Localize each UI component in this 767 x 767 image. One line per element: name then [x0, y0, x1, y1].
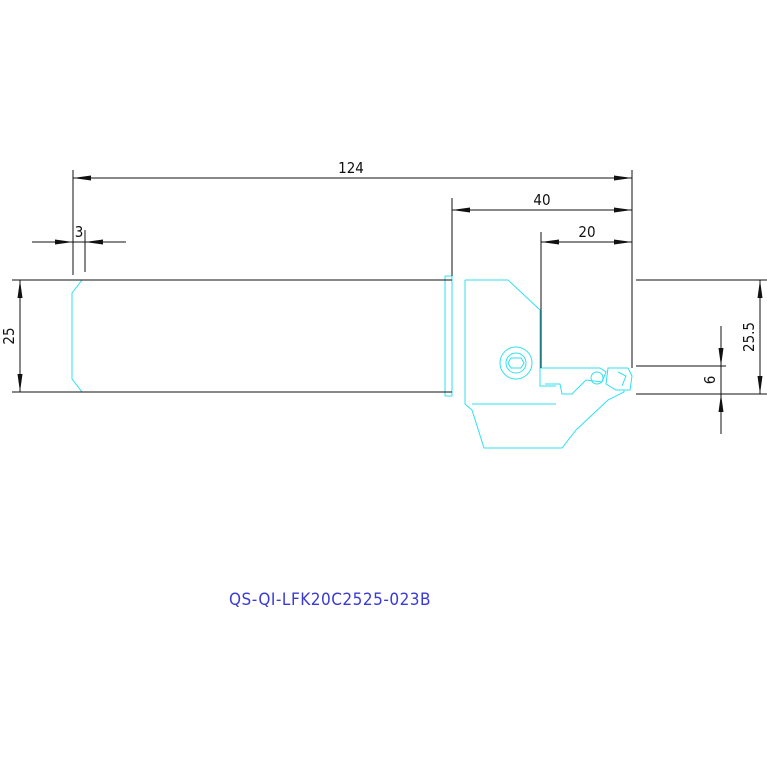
arrowhead	[757, 280, 763, 298]
insert-detail	[617, 371, 627, 387]
arrowhead	[718, 394, 724, 412]
dimension-labels: 124 40 20 3 25 25.5 6	[0, 159, 758, 384]
dimensions	[12, 170, 767, 434]
arrowhead	[614, 207, 632, 213]
dim-label-chamfer: 3	[75, 223, 84, 241]
arrowhead	[614, 239, 632, 245]
part-number: QS-QI-LFK20C2525-023B	[229, 590, 431, 610]
shank-outline	[71, 279, 452, 393]
dim-label-insert-length: 20	[578, 223, 595, 241]
arrowhead	[17, 280, 23, 298]
arrowhead	[55, 239, 73, 245]
clamp-arm	[540, 367, 607, 395]
clamp-screw-inner	[505, 352, 527, 374]
arrowhead	[614, 175, 632, 181]
cutting-insert	[605, 367, 633, 391]
arrowhead	[17, 374, 23, 392]
dim-label-shank-height: 25	[0, 327, 18, 344]
dim-label-overall-length: 124	[338, 159, 364, 177]
arrowhead	[452, 207, 470, 213]
insert-pin	[590, 371, 604, 385]
dim-label-head-length: 40	[533, 191, 550, 209]
dim-label-tip-height: 25.5	[740, 322, 758, 352]
arrowhead	[541, 239, 559, 245]
dim-label-insert-width: 6	[701, 376, 719, 385]
neck-groove	[445, 275, 452, 397]
tool-outline	[71, 275, 633, 449]
arrowhead	[757, 376, 763, 394]
arrowhead	[718, 348, 724, 366]
arrowhead	[85, 239, 103, 245]
clamp-screw-hex	[507, 357, 525, 369]
clamp-screw-outer	[499, 346, 533, 380]
head-outline	[464, 279, 625, 449]
arrowhead	[73, 175, 91, 181]
